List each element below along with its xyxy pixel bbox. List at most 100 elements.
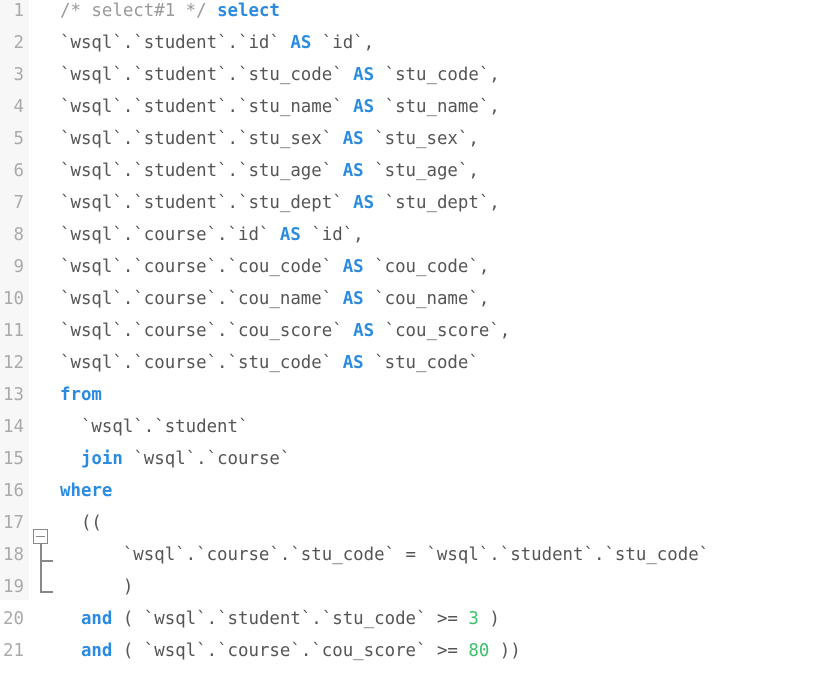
code-token: `wsql`.`course`.`stu_code` = `wsql`.`stu… [60, 545, 710, 565]
code-token: `wsql`.`student` [60, 417, 249, 437]
code-token: )) [489, 641, 521, 661]
code-line[interactable]: 6 `wsql`.`student`.`stu_age` AS `stu_age`… [0, 155, 820, 187]
sql-keyword: AS [342, 353, 364, 373]
code-line[interactable]: 17 (( [0, 507, 820, 539]
number-literal: 80 [468, 641, 490, 661]
code-line[interactable]: 4 `wsql`.`student`.`stu_name` AS `stu_nam… [0, 91, 820, 123]
code-text: `wsql`.`course`.`stu_code` AS `stu_code` [60, 347, 479, 379]
code-token: (( [60, 513, 102, 533]
code-line[interactable]: 9 `wsql`.`course`.`cou_code` AS `cou_code… [0, 251, 820, 283]
code-text: `wsql`.`student`.`stu_code` AS `stu_code… [60, 59, 500, 91]
code-line[interactable]: 10 `wsql`.`course`.`cou_name` AS `cou_nam… [0, 283, 820, 315]
code-token: `wsql`.`course`.`cou_score` [60, 321, 354, 341]
code-line[interactable]: 3 `wsql`.`student`.`stu_code` AS `stu_cod… [0, 59, 820, 91]
line-number: 6 [13, 161, 24, 181]
line-number: 17 [3, 513, 24, 533]
line-number: 1 [13, 1, 24, 21]
line-number-gutter [0, 0, 29, 600]
code-text: `wsql`.`student`.`stu_dept` AS `stu_dept… [60, 187, 500, 219]
line-number: 18 [3, 545, 24, 565]
line-number: 5 [13, 129, 24, 149]
code-line[interactable]: 11 `wsql`.`course`.`cou_score` AS `cou_sc… [0, 315, 820, 347]
line-number: 7 [13, 193, 24, 213]
code-text: `wsql`.`student`.`id` AS `id`, [60, 27, 374, 59]
code-token: `wsql`.`student`.`id` [60, 33, 291, 53]
line-number: 4 [13, 97, 24, 117]
code-token: `wsql`.`course`.`stu_code` [60, 353, 343, 373]
sql-keyword: join [80, 449, 123, 469]
code-text: /* select#1 */ select [60, 0, 280, 27]
code-token [60, 609, 81, 629]
fold-end-tick [40, 591, 53, 593]
code-token: `stu_code` [363, 353, 479, 373]
code-text: `wsql`.`course`.`id` AS `id`, [60, 219, 364, 251]
code-token: ) [478, 609, 500, 629]
code-line[interactable]: 2 `wsql`.`student`.`id` AS `id`, [0, 27, 820, 59]
code-line[interactable]: 7 `wsql`.`student`.`stu_dept` AS `stu_dep… [0, 187, 820, 219]
code-token [60, 641, 81, 661]
line-number: 2 [13, 33, 24, 53]
code-token: `cou_code`, [363, 257, 490, 277]
code-line[interactable]: 12`wsql`.`course`.`stu_code` AS `stu_cod… [0, 347, 820, 379]
line-number: 21 [3, 641, 24, 661]
sql-keyword: AS [342, 257, 364, 277]
sql-keyword: AS [342, 129, 364, 149]
code-text: `wsql`.`course`.`stu_code` = `wsql`.`stu… [60, 539, 709, 571]
sql-keyword: and [80, 609, 113, 629]
code-line[interactable]: 20 and ( `wsql`.`student`.`stu_code` >= … [0, 603, 820, 635]
code-token: `wsql`.`student`.`stu_age` [60, 161, 343, 181]
sql-keyword: AS [353, 321, 375, 341]
code-token: `stu_name`, [374, 97, 500, 117]
code-text: join `wsql`.`course` [60, 443, 290, 475]
code-text: `wsql`.`student`.`stu_sex` AS `stu_sex`, [60, 123, 479, 155]
code-token [60, 449, 81, 469]
code-text: `wsql`.`course`.`cou_code` AS `cou_code`… [60, 251, 489, 283]
code-line[interactable]: 5 `wsql`.`student`.`stu_sex` AS `stu_sex`… [0, 123, 820, 155]
sql-keyword: AS [290, 33, 312, 53]
line-number: 14 [3, 417, 24, 437]
comment: /* select#1 */ [60, 1, 218, 21]
code-token: `wsql`.`course` [122, 449, 291, 469]
code-token: `cou_score`, [374, 321, 511, 341]
line-number: 20 [3, 609, 24, 629]
code-token: `wsql`.`course`.`cou_name` [60, 289, 343, 309]
code-line[interactable]: 18 `wsql`.`course`.`stu_code` = `wsql`.`… [0, 539, 820, 571]
code-token: `stu_age`, [363, 161, 479, 181]
code-token: `cou_name`, [363, 289, 490, 309]
code-line[interactable]: 15 join `wsql`.`course` [0, 443, 820, 475]
code-token: `id`, [300, 225, 364, 245]
number-literal: 3 [468, 609, 479, 629]
code-token: `wsql`.`student`.`stu_name` [60, 97, 354, 117]
code-token: `wsql`.`course`.`cou_code` [60, 257, 343, 277]
code-text: and ( `wsql`.`course`.`cou_score` >= 80 … [60, 635, 521, 667]
code-line[interactable]: 21 and ( `wsql`.`course`.`cou_score` >= … [0, 635, 820, 667]
line-number: 9 [13, 257, 24, 277]
code-text: (( [60, 507, 102, 539]
line-number: 3 [13, 65, 24, 85]
code-text: `wsql`.`course`.`cou_score` AS `cou_scor… [60, 315, 510, 347]
code-line[interactable]: 1 /* select#1 */ select [0, 0, 820, 27]
code-token: `wsql`.`course`.`id` [60, 225, 280, 245]
line-number: 10 [3, 289, 24, 309]
fold-collapse-icon[interactable] [33, 529, 48, 544]
fold-tick [40, 560, 53, 562]
code-line[interactable]: 19 ) [0, 571, 820, 603]
code-token: `stu_dept`, [374, 193, 500, 213]
sql-keyword: AS [279, 225, 301, 245]
line-number: 11 [3, 321, 24, 341]
line-number: 8 [13, 225, 24, 245]
code-text: `wsql`.`student`.`stu_name` AS `stu_name… [60, 91, 500, 123]
code-token: ( `wsql`.`student`.`stu_code` >= [112, 609, 469, 629]
line-number: 15 [3, 449, 24, 469]
code-text: `wsql`.`course`.`cou_name` AS `cou_name`… [60, 283, 489, 315]
code-text: where [60, 475, 112, 507]
code-text: `wsql`.`student`.`stu_age` AS `stu_age`, [60, 155, 479, 187]
code-token: ( `wsql`.`course`.`cou_score` >= [112, 641, 469, 661]
sql-keyword: select [217, 1, 280, 21]
code-line[interactable]: 8 `wsql`.`course`.`id` AS `id`, [0, 219, 820, 251]
sql-keyword: from [60, 385, 102, 405]
code-line[interactable]: 14 `wsql`.`student` [0, 411, 820, 443]
